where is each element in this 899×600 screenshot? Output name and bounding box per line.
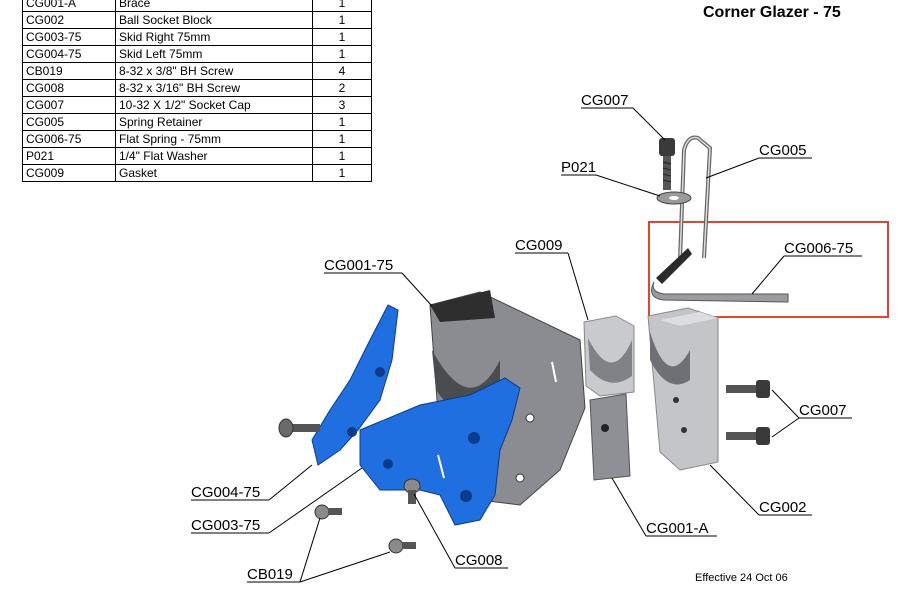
effective-date: Effective 24 Oct 06 <box>695 572 788 584</box>
callout-cg006-75: CG006-75 <box>784 240 853 257</box>
description-cell: 8-32 x 3/16" BH Screw <box>115 79 313 97</box>
part-number-cell: CG004-75 <box>22 45 116 63</box>
callout-cg001-75: CG001-75 <box>324 257 393 274</box>
highlight-box[interactable] <box>648 221 889 318</box>
quantity-cell: 1 <box>312 130 372 148</box>
gasket-cg009[interactable] <box>583 315 635 397</box>
button-head-screw-cb019-upper[interactable] <box>314 504 342 520</box>
description-cell: 8-32 x 3/8" BH Screw <box>115 62 313 80</box>
skid-left-cg004-75[interactable] <box>311 304 399 466</box>
description-cell: Gasket <box>115 164 313 182</box>
socket-cap-screws-cg007-right[interactable] <box>726 380 770 445</box>
callout-p021: P021 <box>561 159 596 176</box>
callout-cg002: CG002 <box>759 499 807 516</box>
callout-cg007-right: CG007 <box>799 402 847 419</box>
ball-socket-block-cg002[interactable] <box>647 307 719 471</box>
callout-cg001-a: CG001-A <box>646 520 709 537</box>
spring-retainer-cg005[interactable] <box>678 135 713 261</box>
description-cell: Ball Socket Block <box>115 11 313 29</box>
skid-right-cg003-75[interactable] <box>359 377 521 526</box>
brace-cg001-a[interactable] <box>589 393 631 481</box>
description-cell: Skid Left 75mm <box>115 45 313 63</box>
socket-cap-screw-cg007-top[interactable] <box>659 138 675 190</box>
quantity-cell: 1 <box>312 164 372 182</box>
callout-cg009: CG009 <box>515 237 563 254</box>
button-head-screw-cb019-lower[interactable] <box>388 538 416 554</box>
button-head-screw-cg008[interactable] <box>403 478 421 504</box>
button-head-screw-left[interactable] <box>278 418 320 438</box>
flat-spring-cg006-75[interactable] <box>651 248 789 303</box>
callout-cg008: CG008 <box>455 552 503 569</box>
part-number-cell: CG003-75 <box>22 28 116 46</box>
callout-cg004-75: CG004-75 <box>191 484 260 501</box>
callout-cb019: CB019 <box>247 566 293 583</box>
callout-cg007-top: CG007 <box>581 92 629 109</box>
drawing-title: Corner Glazer - 75 <box>703 4 841 21</box>
callout-cg003-75: CG003-75 <box>191 517 260 534</box>
callout-cg005: CG005 <box>759 142 807 159</box>
